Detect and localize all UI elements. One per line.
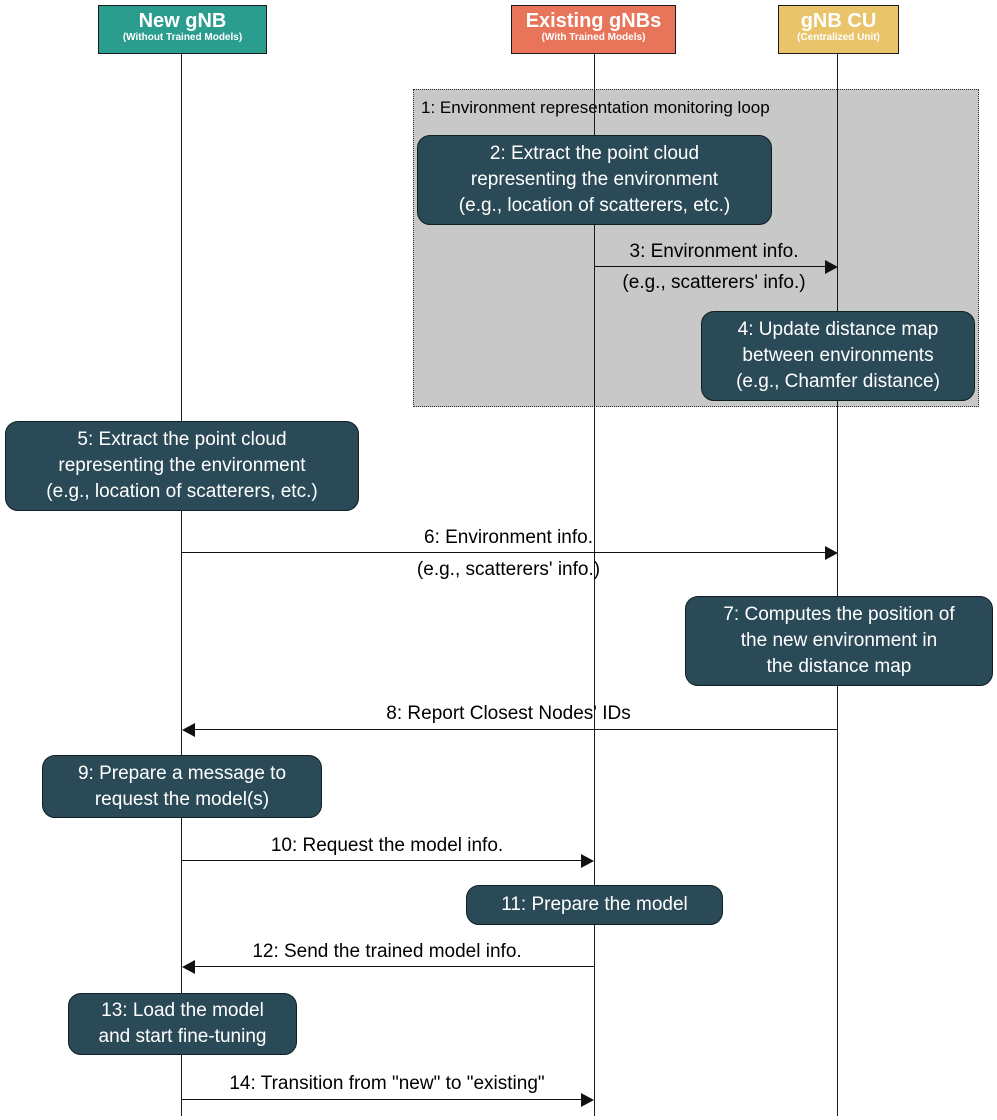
message-6-label: 6: Environment info.	[424, 527, 593, 548]
note-step-4-text: 4: Update distance map between environme…	[736, 319, 940, 392]
note-step-11-text: 11: Prepare the model	[501, 894, 688, 915]
lifeline-new-gnb	[181, 54, 182, 1116]
message-6-arrow	[182, 552, 826, 553]
lane-title-gnb-cu: gNB CU	[800, 10, 877, 32]
lane-subtitle-existing-gnbs: (With Trained Models)	[541, 32, 646, 43]
lifeline-existing-gnbs-in-loop	[594, 89, 595, 407]
message-12-label: 12: Send the trained model info.	[252, 941, 522, 962]
lane-header-new-gnb: New gNB (Without Trained Models)	[98, 5, 267, 54]
message-12-arrow	[194, 966, 594, 967]
note-step-2-extract-point-cloud: 2: Extract the point cloud representing …	[417, 135, 772, 225]
message-10-arrowhead	[581, 854, 594, 868]
lane-subtitle-new-gnb: (Without Trained Models)	[122, 32, 243, 43]
lane-header-existing-gnbs: Existing gNBs (With Trained Models)	[511, 5, 676, 54]
note-step-7-compute-position: 7: Computes the position of the new envi…	[685, 596, 993, 686]
lane-title-new-gnb: New gNB	[138, 10, 227, 32]
note-step-13-text: 13: Load the model and start fine-tuning	[98, 1000, 267, 1047]
note-step-4-update-distance-map: 4: Update distance map between environme…	[701, 311, 975, 401]
message-10-arrow	[182, 860, 582, 861]
note-step-5-text: 5: Extract the point cloud representing …	[46, 429, 318, 502]
monitoring-loop-label: 1: Environment representation monitoring…	[421, 98, 770, 117]
message-8-arrowhead	[182, 723, 195, 737]
note-step-9-prepare-request: 9: Prepare a message to request the mode…	[42, 755, 322, 818]
note-step-11-prepare-model: 11: Prepare the model	[466, 885, 723, 925]
message-3-sublabel: (e.g., scatterers' info.)	[622, 272, 806, 293]
message-10-label: 10: Request the model info.	[270, 835, 504, 856]
lifeline-existing-gnbs	[594, 54, 595, 1116]
message-12-arrowhead	[182, 960, 195, 974]
lane-header-gnb-cu: gNB CU (Centralized Unit)	[778, 5, 899, 54]
lane-title-existing-gnbs: Existing gNBs	[525, 10, 662, 32]
message-8-label: 8: Report Closest Nodes' IDs	[386, 703, 631, 724]
message-14-label: 14: Transition from "new" to "existing"	[229, 1073, 545, 1094]
message-14-arrowhead	[581, 1093, 594, 1107]
message-3-label: 3: Environment info.	[629, 241, 799, 262]
note-step-13-load-model: 13: Load the model and start fine-tuning	[68, 993, 297, 1055]
lane-subtitle-gnb-cu: (Centralized Unit)	[797, 32, 880, 43]
note-step-7-text: 7: Computes the position of the new envi…	[723, 604, 955, 677]
note-step-9-text: 9: Prepare a message to request the mode…	[77, 762, 287, 810]
message-3-arrowhead	[825, 260, 838, 274]
message-8-arrow	[194, 729, 837, 730]
message-6-arrowhead	[825, 546, 838, 560]
message-14-arrow	[182, 1099, 582, 1100]
lifeline-gnb-cu-in-loop	[837, 89, 838, 407]
message-3-arrow	[595, 266, 826, 267]
message-6-sublabel: (e.g., scatterers' info.)	[416, 559, 601, 580]
note-step-5-extract-point-cloud: 5: Extract the point cloud representing …	[5, 421, 359, 511]
lifeline-gnb-cu	[837, 54, 838, 1116]
note-step-2-text: 2: Extract the point cloud representing …	[458, 143, 731, 216]
